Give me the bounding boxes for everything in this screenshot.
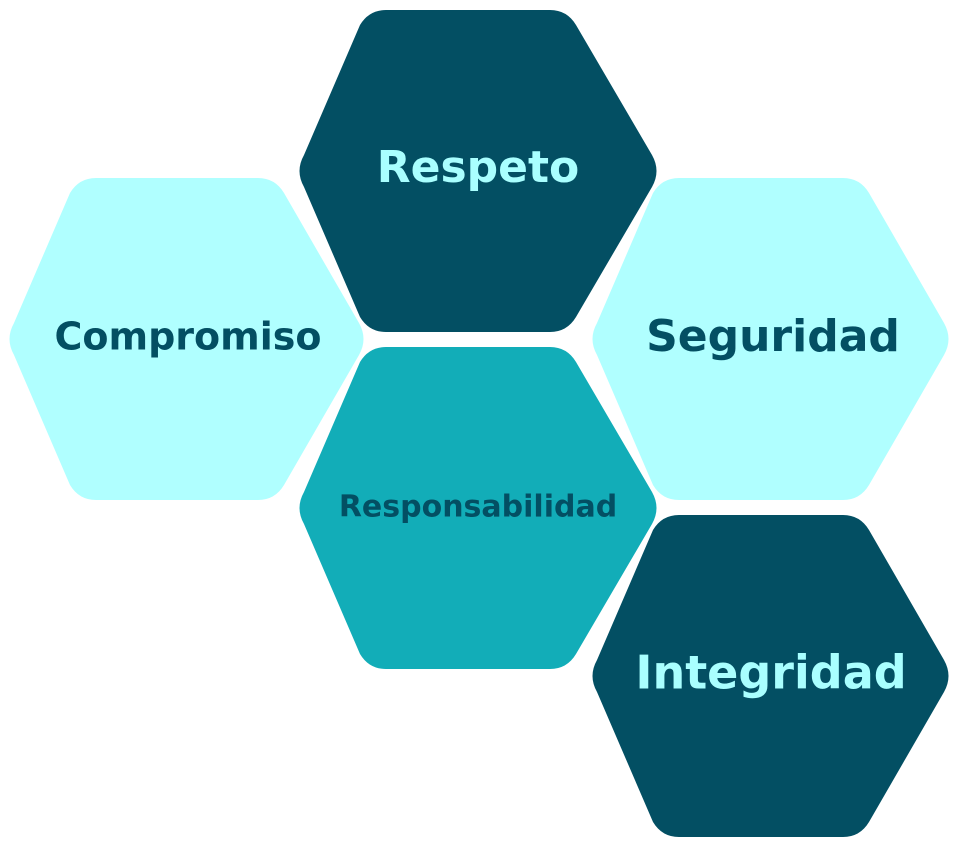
hexagon-responsabilidad-label: Responsabilidad xyxy=(339,490,617,525)
hexagon-seguridad: Seguridad xyxy=(592,178,949,500)
hexagon-compromiso: Compromiso xyxy=(9,178,364,500)
hexagon-respeto-shape xyxy=(299,10,657,332)
hexagon-respeto: Respeto xyxy=(299,10,657,332)
hexagon-responsabilidad-shape xyxy=(299,347,657,669)
hexagon-seguridad-label: Seguridad xyxy=(646,311,900,362)
hexagon-respeto-label: Respeto xyxy=(377,142,580,193)
hexagon-responsabilidad: Responsabilidad xyxy=(299,347,657,669)
hexagon-compromiso-shape xyxy=(9,178,364,500)
hexagon-integridad-label: Integridad xyxy=(635,646,906,700)
hexagon-integridad: Integridad xyxy=(592,515,949,837)
hexagon-integridad-shape xyxy=(592,515,949,837)
hexagon-seguridad-shape xyxy=(592,178,949,500)
hexagon-compromiso-label: Compromiso xyxy=(55,315,322,359)
